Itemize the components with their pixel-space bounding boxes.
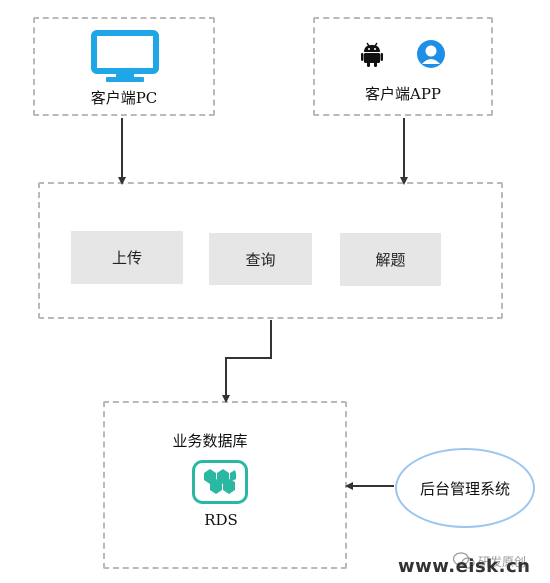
user-icon — [417, 40, 445, 68]
backend-system-node[interactable]: 后台管理系统 — [395, 448, 535, 528]
client-pc-box: 客户端PC — [33, 17, 215, 116]
gateway-to-database-arrow — [222, 320, 272, 403]
query-button[interactable]: 查询 — [209, 233, 312, 285]
solve-button[interactable]: 解题 — [340, 233, 441, 286]
client-app-label: 客户端APP — [364, 85, 442, 103]
rds-caption: RDS — [204, 511, 238, 529]
wechat-icon — [453, 552, 475, 569]
site-watermark: www.eisk.cn — [398, 556, 531, 577]
android-icon — [361, 42, 383, 67]
database-box: 业务数据库 RDS — [103, 401, 347, 569]
database-title: 业务数据库 — [172, 432, 248, 450]
monitor-icon — [91, 30, 159, 82]
upload-button[interactable]: 上传 — [71, 231, 183, 284]
wechat-account-text: 研发原创 — [478, 555, 527, 569]
client-pc-label: 客户端PC — [90, 89, 158, 107]
rds-icon — [192, 460, 248, 504]
client-app-box: 客户端APP — [313, 17, 493, 116]
